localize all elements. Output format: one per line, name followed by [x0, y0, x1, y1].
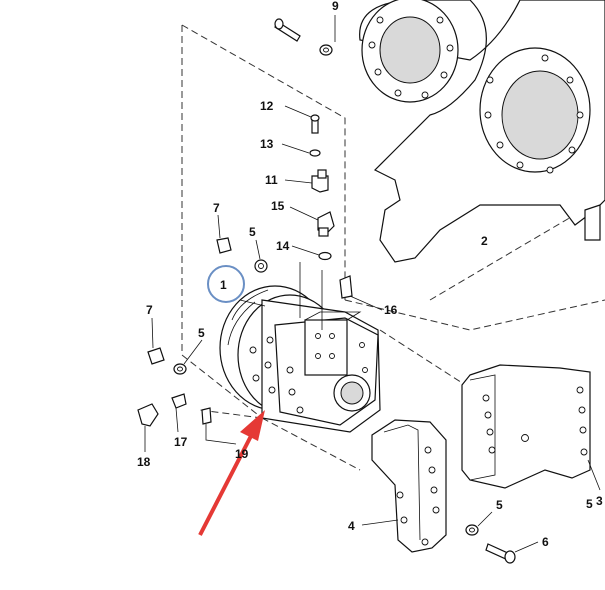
pointer-arrow-shaft	[198, 433, 254, 536]
label-5-bottom: 5	[496, 498, 503, 512]
part-6-bolt	[485, 541, 539, 564]
part-9-bolt	[274, 15, 336, 56]
label-11: 11	[265, 173, 278, 187]
part-7-nut-upper	[216, 214, 232, 254]
label-9: 9	[332, 0, 339, 13]
part-labels: 9 12 13 11 7 15 5 14 2 1 16 7 5 17 18 19…	[137, 0, 603, 549]
part-5-washer-bottom	[465, 511, 493, 536]
part-17-fitting	[171, 393, 187, 433]
label-5-right: 5	[586, 497, 593, 511]
assembly-guide-lines	[181, 24, 605, 471]
label-15: 15	[271, 199, 285, 213]
label-4: 4	[348, 519, 355, 533]
part-11-elbow-fitting	[284, 169, 329, 193]
part-13-o-ring	[281, 143, 321, 157]
label-17: 17	[174, 435, 188, 449]
part-7-nut-lower	[147, 317, 165, 365]
flange-bolt-holes	[368, 16, 584, 174]
label-7-lower: 7	[146, 303, 153, 317]
part-3-bracket	[461, 364, 601, 491]
label-6: 6	[542, 535, 549, 549]
label-18: 18	[137, 455, 151, 469]
label-1: 1	[220, 278, 227, 292]
highlight-circle	[207, 265, 245, 303]
part-5-washer-upper	[254, 239, 268, 273]
label-5-upper: 5	[249, 225, 256, 239]
label-16: 16	[384, 303, 398, 317]
label-12: 12	[260, 99, 274, 113]
label-14: 14	[276, 239, 290, 253]
part-14-washer	[291, 245, 332, 261]
pointer-arrow-head	[240, 410, 265, 441]
part-12-screw	[284, 105, 320, 134]
motor-port-holes	[249, 333, 368, 414]
pointer-arrow	[198, 410, 265, 536]
part-1-travel-motor	[219, 262, 381, 433]
label-13: 13	[260, 137, 274, 151]
label-5-lower: 5	[198, 326, 205, 340]
label-19: 19	[235, 447, 249, 461]
part-18-elbow-fitting	[137, 403, 159, 452]
label-2: 2	[481, 234, 488, 248]
part-19-plug	[201, 407, 237, 445]
part-16-fitting	[339, 275, 383, 311]
part-5-washer-lower	[173, 339, 203, 375]
label-7-upper: 7	[213, 201, 220, 215]
part-4-bracket	[361, 419, 447, 553]
label-3: 3	[596, 494, 603, 508]
part-15-fitting	[289, 206, 335, 237]
part-2-flange-bracket	[359, 0, 605, 263]
